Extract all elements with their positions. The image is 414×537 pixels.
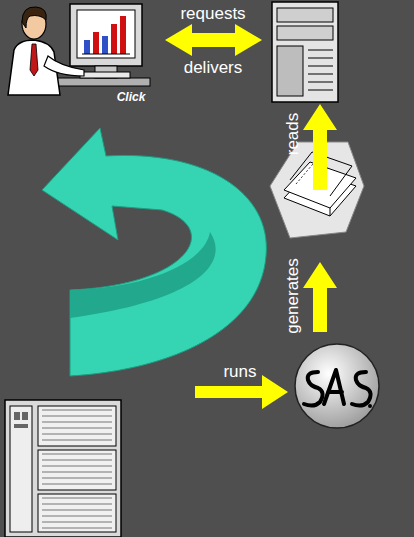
user-illustration (8, 4, 150, 95)
curved-arrow-shade (70, 232, 216, 318)
sas-logo (295, 344, 379, 428)
curved-arrow (42, 128, 266, 376)
arrow-label: requests (180, 4, 245, 24)
mainframe-illustration (5, 400, 121, 537)
double-arrow (165, 24, 262, 56)
arrow-label: reads (283, 113, 303, 156)
arrow-label: generates (283, 258, 303, 334)
arrow-label: delivers (184, 58, 243, 78)
up-arrow (303, 104, 337, 190)
server-illustration (272, 2, 338, 102)
caption-label: Click (117, 90, 146, 105)
arrow-label: runs (223, 362, 256, 382)
up-arrow (303, 262, 337, 332)
